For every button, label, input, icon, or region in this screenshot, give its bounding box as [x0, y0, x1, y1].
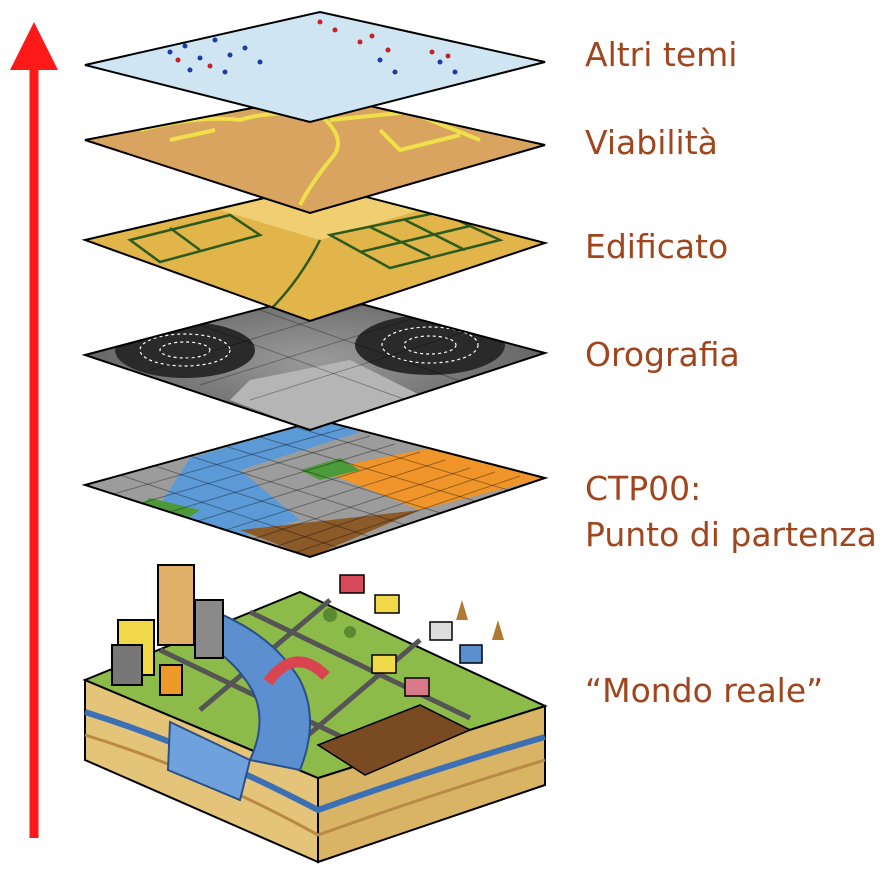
upward-arrow: [10, 22, 58, 838]
layer-ctp00: [81, 418, 549, 559]
label-punto-di-partenza: Punto di partenza: [585, 515, 877, 554]
label-edificato: Edificato: [585, 227, 729, 266]
label-altri-temi: Altri temi: [585, 35, 738, 74]
label-ctp00: CTP00:: [585, 469, 702, 508]
layer-altri-temi: [84, 10, 546, 124]
label-mondo-reale: “Mondo reale”: [585, 671, 824, 710]
real-world-block: [82, 564, 548, 864]
label-orografia: Orografia: [585, 335, 740, 374]
label-viabilita: Viabilità: [585, 123, 718, 162]
